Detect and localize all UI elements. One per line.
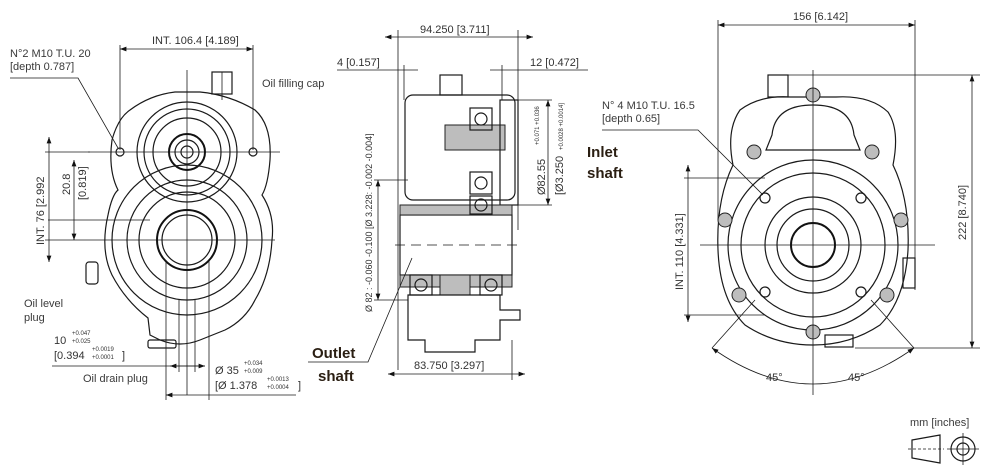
rear-housing-outline [717,96,909,346]
oil-level-plug-icon [85,261,99,285]
key-mm: 10 [54,335,66,347]
angle-right-label: 45° [848,372,865,384]
front-offset-mm-label: 20.8 [61,174,73,195]
inlet-dia-mm-tol: +0.071 +0.036 [535,106,541,145]
rear-drain-plug [824,334,854,348]
side-overall-width-label: 94.250 [3.711] [420,24,490,36]
inlet-gear-section [444,124,506,151]
outlet-shaft-label-2: shaft [318,368,354,385]
front-housing-outline [104,91,274,345]
bore-diameter-dimension: Ø 35 +0.034 +0.009 [Ø 1.378 +0.0013 +0.0… [165,260,301,400]
rear-holes-depth-label: [depth 0.65] [602,113,660,125]
front-int-height-label: INT. 76 [2.992 [35,177,47,246]
rear-view: 156 [6.142] 222 [8.740] INT. 110 [4.331]… [602,11,980,395]
rear-overall-width-label: 156 [6.142] [793,11,848,23]
front-holes-depth-label: [depth 0.787] [10,61,74,73]
outlet-shaft-label: Outlet [312,345,355,362]
inlet-dia-in-tol: +0.0028 +0.0014] [559,103,565,150]
front-offset-in-label: [0.819] [77,166,89,200]
units-legend: mm [inches] [908,417,979,465]
key-in-close: ] [122,350,125,362]
front-int-width-label: INT. 106.4 [4.189] [152,35,239,47]
projection-circle-icon [947,433,979,465]
oil-drain-plug-icon [147,339,177,349]
oil-filling-cap-label: Oil filling cap [262,78,324,90]
inlet-dia-mm-label: Ø82.55 [536,159,548,195]
key-in: [0.394 [54,350,85,362]
side-view: 94.250 [3.711] 4 [0.157] 12 [0.472] Ø82.… [308,24,623,385]
rear-int-height-label: INT. 110 [4.331] [674,213,686,290]
key-in-tol-upper: +0.0019 [92,347,115,353]
units-label: mm [inches] [910,417,969,429]
angle-left-label: 45° [766,372,783,384]
key-mm-tol-lower: +0.025 [72,339,91,345]
inlet-shaft-label-2: shaft [587,165,623,182]
side-body-width-label: 83.750 [3.297] [414,360,484,372]
oil-level-plug-label: Oil level [24,298,63,310]
side-lower-housing [407,294,521,353]
inlet-shaft-label: Inlet [587,144,618,161]
key-width-dimension: 10 +0.047 +0.025 [0.394 +0.0019 +0.0001 … [52,300,205,372]
side-right-offset-label: 12 [0.472] [530,57,579,69]
bore-mm-tol-upper: +0.034 [244,361,263,367]
bore-in-close: ] [298,380,301,392]
rear-filler-cap [767,74,789,98]
bore-mm-tol-lower: +0.009 [244,369,263,375]
inlet-dia-in-label: [Ø3.250 [554,156,566,195]
oil-drain-plug-label: Oil drain plug [83,373,148,385]
bearings [409,107,503,296]
front-view: INT. 106.4 [4.189] N°2 M10 T.U. 20 [dept… [10,35,324,400]
key-mm-tol-upper: +0.047 [72,331,91,337]
front-holes-label: N°2 M10 T.U. 20 [10,48,91,60]
bore-in: [Ø 1.378 [215,380,257,392]
key-in-tol-lower: +0.0001 [92,355,115,361]
bore-in-tol-upper: +0.0013 [267,377,290,383]
projection-cone-icon [911,434,941,464]
rear-overall-height-label: 222 [8.740] [957,185,969,240]
oil-level-plug-label-2: plug [24,312,45,324]
side-filler-cap [439,74,463,96]
outlet-dia-label: Ø 82 : -0.060 -0.100 [Ø 3.228: -0.002 -0… [364,133,374,312]
bore-mm: Ø 35 [215,365,239,377]
rear-holes-label: N° 4 M10 T.U. 16.5 [602,100,695,112]
bore-in-tol-lower: +0.0004 [267,385,290,391]
side-left-offset-label: 4 [0.157] [337,57,380,69]
